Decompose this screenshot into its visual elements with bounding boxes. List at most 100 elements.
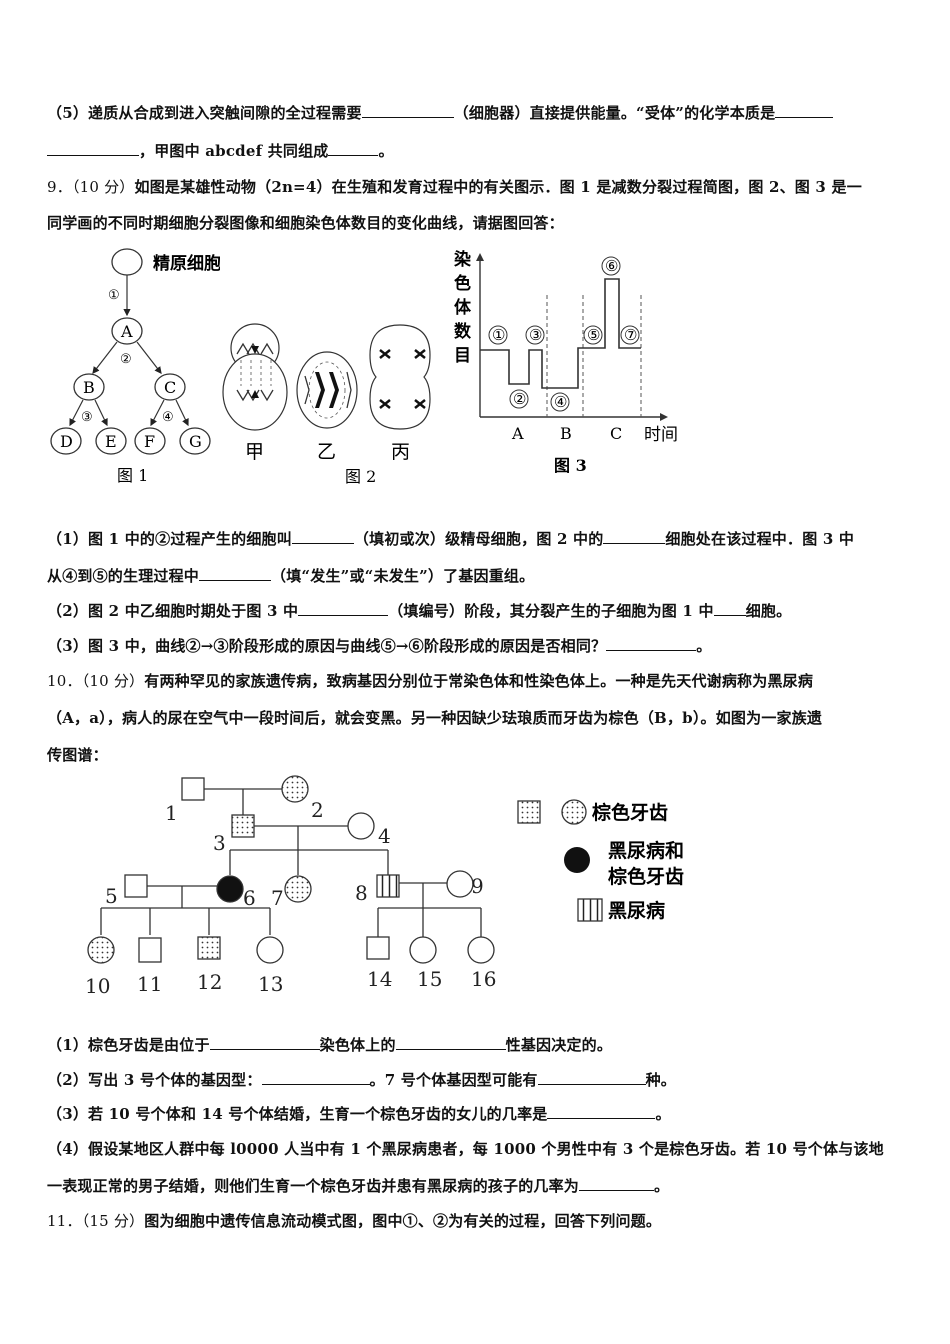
answer-blank[interactable] [209, 1035, 320, 1050]
answer-blank[interactable] [395, 1035, 506, 1050]
legend-alkaptonuria-label: 黑尿病 [608, 899, 665, 922]
x-axis-label: 时间 [644, 425, 678, 445]
node-b-label: B [83, 378, 95, 397]
figure-1-caption: 图 1 [117, 466, 148, 485]
spermatogonium-label: 精原细胞 [153, 253, 220, 274]
stage-b-label: B [560, 424, 572, 443]
legend-both-icon [564, 847, 590, 873]
individual-14-label: 14 [367, 967, 392, 991]
svg-text:⑦: ⑦ [624, 326, 637, 344]
figure-2-caption: 图 2 [345, 467, 376, 486]
question-number: 9． [47, 178, 72, 196]
q10-stem-line3: 传图谱： [47, 746, 108, 764]
q8-sub5-text: （5）递质从合成到进入突触间隙的全过程需要 [47, 104, 362, 122]
svg-text:数: 数 [454, 321, 472, 342]
legend-alkaptonuria-icon [577, 898, 603, 922]
q10-stem-line1: 10．（10 分）有两种罕见的家族遗传病，致病基因分别位于常染色体和性染色体上。… [47, 672, 814, 690]
figure-3-chromosome-curve: 染色体数目 ① ② ③ ④ ⑤ ⑥ ⑦ A B C 时间 图 3 [454, 249, 678, 475]
answer-blank[interactable] [547, 1104, 656, 1119]
q8-sub5-text: （细胞器）直接提供能量。“受体”的化学本质是 [453, 104, 776, 122]
legend-both-label-line2: 棕色牙齿 [608, 865, 684, 888]
q9-sub1-line1: （1）图 1 中的②过程产生的细胞叫（填初或次）级精母细胞，图 2 中的细胞处在… [47, 529, 855, 548]
legend-brown-teeth-male-icon [517, 800, 541, 824]
figure-2-cell-division: 甲 乙 丙 图 2 [222, 323, 431, 486]
legend-brown-teeth-female-icon [561, 799, 587, 825]
q9-stem-line1: 9．（10 分）如图是某雄性动物（2n=4）在生殖和发育过程中的有关图示．图 1… [47, 176, 862, 197]
individual-10-label: 10 [85, 974, 110, 998]
answer-blank[interactable] [328, 141, 379, 156]
svg-text:目: 目 [454, 346, 471, 366]
answer-blank[interactable] [537, 1070, 646, 1085]
answer-blank[interactable] [606, 636, 697, 651]
q8-sub5-line1: （5）递质从合成到进入突触间隙的全过程需要 （细胞器）直接提供能量。“受体”的化学… [47, 102, 834, 123]
q8-sub5-text: 。 [378, 142, 394, 160]
node-e-label: E [105, 432, 117, 451]
svg-text:染: 染 [454, 249, 471, 270]
answer-blank[interactable] [713, 601, 746, 616]
q11-stem: 11．（15 分）图为细胞中遗传信息流动模式图，图中①、②为有关的过程，回答下列… [47, 1212, 662, 1230]
answer-blank[interactable] [199, 566, 272, 581]
question-score: （10 分） [71, 178, 135, 196]
individual-8-label: 8 [355, 881, 368, 905]
node-f-label: F [144, 432, 155, 451]
q10-sub4-line1: （4）假设某地区人群中每 l0000 人当中有 1 个黑尿病患者，每 1000 … [47, 1140, 884, 1158]
step-2-label: ② [120, 352, 132, 367]
individual-7-label: 7 [271, 886, 284, 910]
q8-sub5-text: ，甲图中 abcdef 共同组成 [139, 142, 329, 160]
step-3-label: ③ [81, 410, 93, 425]
q10-sub3: （3）若 10 号个体和 14 号个体结婚，生育一个棕色牙齿的女儿的几率是。 [47, 1104, 671, 1123]
individual-16-label: 16 [471, 967, 496, 991]
node-d-label: D [60, 432, 73, 451]
question-stem: 如图是某雄性动物（2n=4）在生殖和发育过程中的有关图示．图 1 是减数分裂过程… [134, 178, 862, 196]
node-g-label: G [189, 432, 202, 451]
individual-4-label: 4 [378, 824, 391, 848]
individual-3-label: 3 [213, 831, 226, 855]
node-a-label: A [120, 322, 133, 341]
figure-1-meiosis-tree: 精原细胞 ① A ② B C ③ ④ D E F G 图 1 [50, 248, 220, 485]
q10-sub4-line2: 一表现正常的男子结婚，则他们生育一个棕色牙齿并患有黑尿病的孩子的几率为。 [47, 1176, 670, 1195]
q9-sub3: （3）图 3 中，曲线②→③阶段形成的原因与曲线⑤→⑥阶段形成的原因是否相同？。 [47, 636, 712, 655]
individual-1-label: 1 [165, 801, 178, 825]
q10-stem-line2: （A，a），病人的尿在空气中一段时间后，就会变黑。另一种因缺少珐琅质而牙齿为棕色… [47, 709, 823, 727]
q10-sub1: （1）棕色牙齿是由位于染色体上的性基因决定的。 [47, 1035, 613, 1054]
individual-12-label: 12 [197, 970, 222, 994]
individual-13-label: 13 [258, 972, 283, 996]
step-4-label: ④ [162, 410, 174, 425]
stage-c-label: C [610, 424, 622, 443]
pedigree-chart: 1 2 3 4 5 6 7 8 9 10 11 12 13 14 15 16 [85, 775, 496, 998]
q9-sub1-line2: 从④到⑤的生理过程中（填“发生”或“未发生”）了基因重组。 [47, 566, 535, 585]
answer-blank[interactable] [775, 103, 834, 118]
svg-text:体: 体 [454, 297, 472, 318]
svg-text:①: ① [492, 326, 505, 344]
answer-blank[interactable] [298, 601, 389, 616]
svg-text:②: ② [513, 390, 526, 408]
svg-text:⑤: ⑤ [587, 326, 600, 344]
legend-brown-teeth-label: 棕色牙齿 [592, 801, 668, 824]
cell-jia-label: 甲 [245, 441, 264, 463]
individual-6-label: 6 [243, 886, 256, 910]
answer-blank[interactable] [291, 529, 354, 544]
individual-11-label: 11 [137, 972, 162, 996]
q8-sub5-line2: ，甲图中 abcdef 共同组成 。 [47, 140, 394, 161]
legend-both-label-line1: 黑尿病和 [608, 839, 684, 862]
answer-blank[interactable] [261, 1070, 370, 1085]
svg-text:⑥: ⑥ [605, 257, 618, 275]
svg-text:④: ④ [554, 393, 567, 411]
answer-blank[interactable] [361, 103, 454, 118]
answer-blank[interactable] [47, 141, 139, 156]
individual-15-label: 15 [417, 967, 442, 991]
node-c-label: C [164, 378, 176, 397]
question-stem: 同学画的不同时期细胞分裂图像和细胞染色体数目的变化曲线，请据图回答： [47, 214, 564, 232]
cell-bing-label: 丙 [391, 441, 410, 463]
step-1-label: ① [108, 288, 120, 303]
svg-text:③: ③ [529, 326, 542, 344]
answer-blank[interactable] [579, 1176, 655, 1191]
figure-3-caption: 图 3 [554, 456, 587, 475]
q9-stem-line2: 同学画的不同时期细胞分裂图像和细胞染色体数目的变化曲线，请据图回答： [47, 212, 564, 233]
svg-text:色: 色 [454, 273, 471, 294]
q9-sub2: （2）图 2 中乙细胞时期处于图 3 中（填编号）阶段，其分裂产生的子细胞为图 … [47, 601, 792, 620]
cell-yi-label: 乙 [317, 441, 336, 463]
answer-blank[interactable] [603, 529, 666, 544]
individual-5-label: 5 [105, 884, 118, 908]
stage-a-label: A [511, 424, 524, 443]
